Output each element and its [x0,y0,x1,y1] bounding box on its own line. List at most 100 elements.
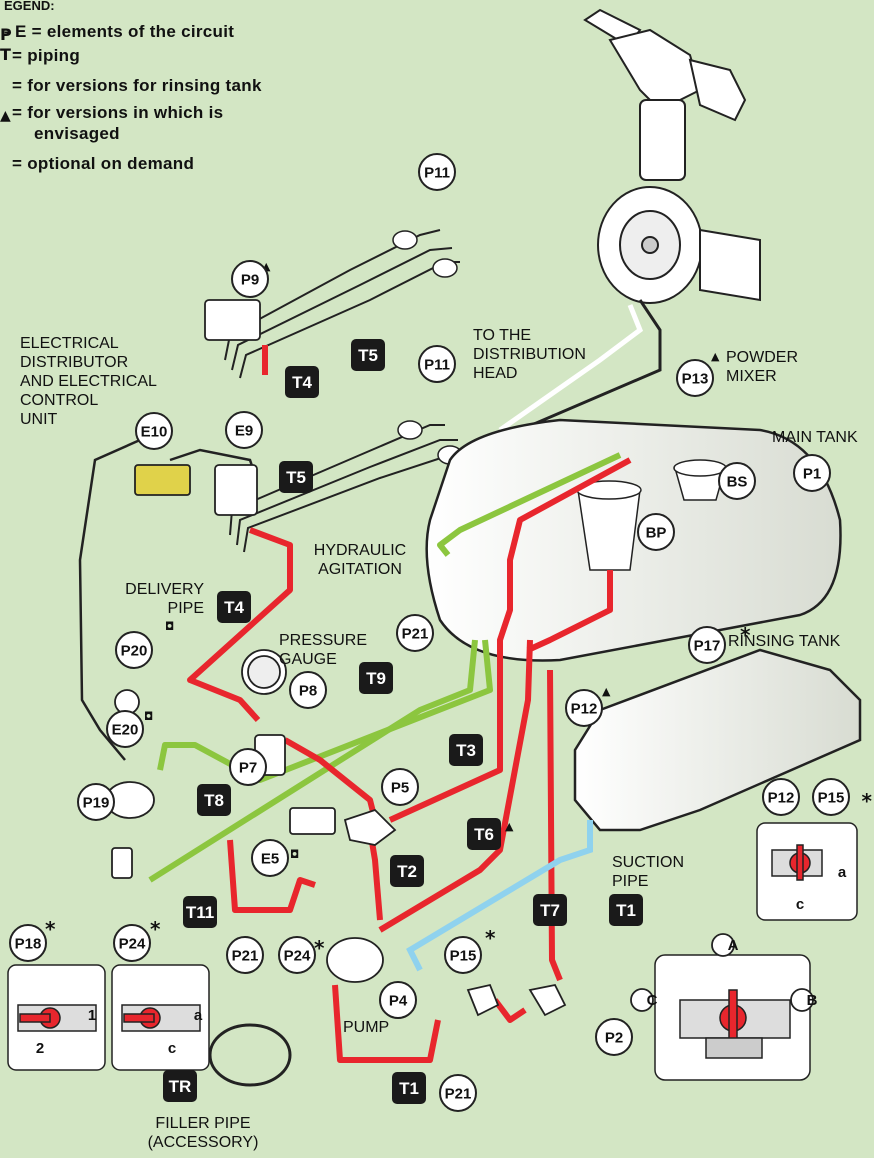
pipe-badge-box [467,818,501,850]
powder-mixer-line-2: MIXER [726,368,777,385]
pipe-badge-text: T2 [397,862,417,881]
component-badge-text: P13 [682,371,709,388]
suction-pipe-label: SUCTION PIPE [612,853,684,891]
component-badge-text: E5 [261,851,279,868]
svg-text:▲: ▲ [711,350,720,363]
powder-mixer-line-1: POWDER [726,349,798,366]
valve-p15 [466,983,500,1017]
boom-valve-lower [214,464,258,516]
component-badge-p7: P7 [229,748,267,786]
component-badge-text: P21 [402,626,429,643]
valve-port-a2: a [194,1007,203,1024]
component-badge-p5: P5 [381,768,419,806]
component-badge-text: P24 [284,948,311,965]
control-wire [78,438,141,761]
upper-nozzles [392,230,458,278]
component-badge-circle [418,345,456,383]
component-badge-circle [278,936,316,974]
port-letter: A [728,937,739,954]
rinsing-suction-pipe [406,820,593,972]
pipe-badge-text: T5 [358,346,378,365]
svg-text:*: * [485,926,496,950]
component-badge-p21c: P21 [439,1074,477,1112]
svg-text:◘: ◘ [165,620,174,633]
valve-port-a1: a [838,864,847,881]
hydraulic-line-2: AGITATION [318,561,402,578]
pipe-badge-t1b: T1 [392,1072,426,1104]
pipe-badge-t7: T7 [533,894,567,926]
electrical-label-line-5: UNIT [20,411,58,428]
legend-title: EGEND: [4,0,55,13]
component-badge-text: P17 [694,638,721,655]
delivery-line-1: DELIVERY [125,581,204,598]
pipe-badge-box [285,366,319,398]
component-badge-p4: P4 [379,981,417,1019]
component-badge-e5: E5 [251,839,289,877]
component-badge-circle [444,936,482,974]
component-badge-text: P9 [241,272,259,289]
component-badge-circle [229,748,267,786]
component-badge-circle [396,614,434,652]
head-return-hose [498,304,644,433]
component-badge-p8: P8 [289,671,327,709]
component-badge-circle [637,513,675,551]
component-badge-text: P11 [424,357,450,374]
filler-pipe-label: FILLER PIPE (ACCESSORY) [138,1114,268,1152]
component-badge-circle [9,924,47,962]
agitation-pipes [148,452,622,883]
component-badge-circle [106,710,144,748]
component-badge-text: P11 [424,165,450,182]
to-head-line-2: DISTRIBUTION [473,346,586,363]
component-badge-text: P8 [299,683,317,700]
port-circle [630,988,654,1012]
pipe-badge-text: T11 [186,903,214,922]
legend-row-optional: = optional on demand [12,154,195,173]
component-badge-circle [439,1074,477,1112]
pipe-badge-t4a: T4 [285,366,319,398]
pipe-badge-box [163,1070,197,1102]
pipe-badge-box [359,662,393,694]
to-head-line-3: HEAD [473,365,518,382]
valve-p18 [111,847,133,879]
legend-row-piping: = piping [12,46,81,65]
component-badge-circle [77,783,115,821]
legend-row-elements: - E = elements of the circuit [4,22,235,41]
pipe-badge-text: T5 [286,468,306,487]
option-marks: ▲ ▲ ▲ ▲ * * * * * * ◘ ◘ ◘ [45,260,873,960]
pipe-badge-t5a: T5 [351,339,385,371]
component-badge-circle [762,778,800,816]
pipe-badge-box [390,855,424,887]
delivery-pipes [187,345,632,1063]
component-badge-circle [225,411,263,449]
legend-row-rinsing: = for versions for rinsing tank [12,76,262,95]
pipe-badge-t11: T11 [183,896,217,928]
component-badge-text: P2 [605,1030,623,1047]
component-badge-text: P19 [83,795,110,812]
svg-text:◘: ◘ [144,710,153,723]
hydraulic-agitation-label: HYDRAULIC AGITATION [300,541,420,579]
svg-text:▲: ▲ [602,685,611,698]
component-badge-p21a: P21 [396,614,434,652]
component-badge-circle [688,626,726,664]
pipe-badge-tr: TR [163,1070,197,1102]
svg-text:*: * [740,623,751,647]
port-circle [790,988,814,1012]
port-letter: C [647,992,658,1009]
valve-port-a: A [711,933,739,957]
component-badge-p24b: P24 [278,936,316,974]
legend-symbols: P T ▲ [0,25,12,124]
head-feed-hose [519,299,662,432]
svg-text:*: * [314,936,325,960]
component-badge-circle [381,768,419,806]
svg-text:*: * [45,917,56,941]
port-letter: c [168,1040,176,1057]
pipe-badge-t3: T3 [449,734,483,766]
component-badge-p13: P13 [676,359,714,397]
pipe-badge-text: T4 [292,373,312,392]
component-badge-e20: E20 [106,710,144,748]
svg-text:*: * [150,917,161,941]
component-badge-circle [226,936,264,974]
pressure-line-2: GAUGE [279,651,337,668]
